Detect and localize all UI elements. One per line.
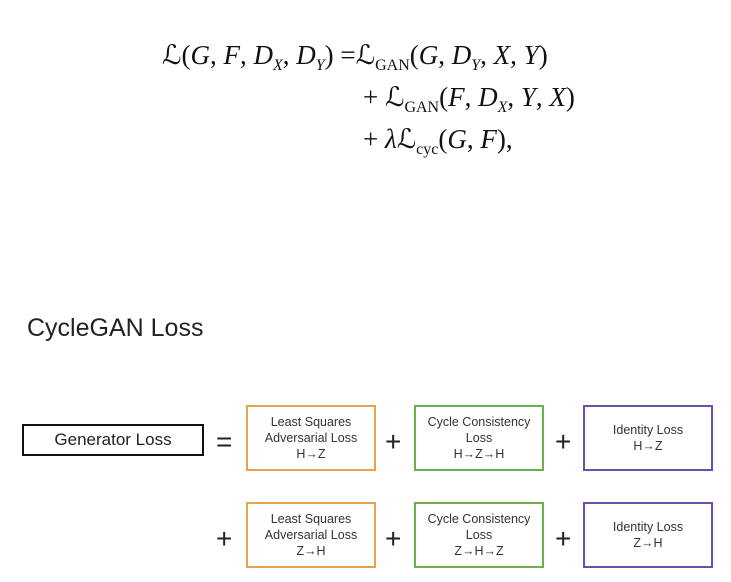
- sub-x: X: [272, 57, 283, 74]
- equals-operator: =: [216, 426, 233, 457]
- paren: ),: [496, 124, 513, 154]
- var: D: [478, 82, 498, 112]
- paren: (: [439, 82, 449, 112]
- adversarial-loss-box-zh: Least Squares Adversarial Loss Z→H: [246, 502, 376, 568]
- paren: (: [438, 124, 448, 154]
- plus-sign: +: [363, 82, 379, 112]
- equation-line-2: + ℒGAN(F, DX, Y, X): [363, 82, 575, 117]
- box-line: Loss: [465, 431, 493, 445]
- plus-operator: +: [216, 523, 233, 554]
- var-f: F: [223, 40, 240, 70]
- box-line: Adversarial Loss: [264, 528, 358, 542]
- paren: (: [409, 40, 419, 70]
- identity-loss-box-zh: Identity Loss Z→H: [583, 502, 713, 568]
- loss-symbol: ℒ: [384, 82, 405, 112]
- box-line: Identity Loss: [612, 423, 684, 437]
- box-line: Least Squares: [270, 415, 352, 429]
- var: F: [448, 82, 465, 112]
- loss-symbol: ℒ: [162, 40, 182, 70]
- plus-operator: +: [555, 523, 572, 554]
- paren: ): [565, 82, 575, 112]
- box-line: Adversarial Loss: [264, 431, 358, 445]
- comma: ,: [507, 82, 521, 112]
- var: X: [493, 40, 511, 70]
- box-line: Identity Loss: [612, 520, 684, 534]
- var: Y: [523, 40, 539, 70]
- var: X: [549, 82, 566, 112]
- paren: ): [538, 40, 548, 70]
- plus-operator: +: [555, 426, 572, 457]
- lhs: ℒ(G, F, DX, DY): [162, 40, 334, 74]
- sub: X: [497, 99, 508, 116]
- cycle-loss-box-zhz: Cycle Consistency Loss Z→H→Z: [414, 502, 544, 568]
- box-line: H→Z: [633, 439, 663, 453]
- adversarial-loss-box-hz: Least Squares Adversarial Loss H→Z: [246, 405, 376, 471]
- comma: ,: [480, 40, 494, 70]
- loss-symbol: ℒ: [396, 124, 417, 154]
- equals-sign: =: [340, 40, 356, 70]
- sub-y: Y: [315, 57, 325, 74]
- box-line: Least Squares: [270, 512, 352, 526]
- var: G: [447, 124, 467, 154]
- lambda: λ: [384, 124, 397, 154]
- comma: ,: [282, 40, 297, 70]
- var-g: G: [190, 40, 210, 70]
- paren: ): [324, 40, 334, 70]
- sub: Y: [471, 57, 481, 74]
- comma: ,: [239, 40, 254, 70]
- comma: ,: [535, 82, 550, 112]
- identity-loss-box-hz: Identity Loss H→Z: [583, 405, 713, 471]
- comma: ,: [510, 40, 524, 70]
- plus-operator: +: [385, 523, 402, 554]
- plus-operator: +: [385, 426, 402, 457]
- comma: ,: [438, 40, 452, 70]
- comma: ,: [464, 82, 479, 112]
- box-line: H→Z: [296, 447, 326, 461]
- paren: (: [181, 40, 191, 70]
- box-line: H→Z→H: [453, 447, 505, 461]
- box-line: Cycle Consistency: [427, 512, 531, 526]
- box-line: Loss: [465, 528, 493, 542]
- box-line: Z→H→Z: [454, 544, 504, 558]
- var: F: [480, 124, 497, 154]
- equation-line-1: ℒ(G, F, DX, DY) =ℒGAN(G, DY, X, Y): [162, 40, 548, 75]
- sub-gan: GAN: [375, 57, 410, 74]
- var: G: [418, 40, 439, 70]
- section-title: CycleGAN Loss: [27, 314, 204, 342]
- cycle-loss-box-hzh: Cycle Consistency Loss H→Z→H: [414, 405, 544, 471]
- box-line: Z→H: [633, 536, 663, 550]
- plus-sign: +: [363, 124, 379, 154]
- generator-loss-box: Generator Loss: [22, 424, 204, 456]
- equation-line-3: + λℒcyc(G, F),: [363, 124, 513, 159]
- sub-gan: GAN: [404, 99, 440, 116]
- box-line: Z→H: [296, 544, 326, 558]
- var: Y: [520, 82, 536, 112]
- comma: ,: [466, 124, 481, 154]
- comma: ,: [209, 40, 224, 70]
- sub-cyc: cyc: [416, 141, 439, 158]
- var-d: D: [296, 40, 316, 70]
- term-1: ℒGAN(G, DY, X, Y): [355, 40, 548, 74]
- loss-symbol: ℒ: [355, 40, 376, 70]
- box-line: Cycle Consistency: [427, 415, 531, 429]
- var: D: [451, 40, 472, 70]
- var-d: D: [253, 40, 273, 70]
